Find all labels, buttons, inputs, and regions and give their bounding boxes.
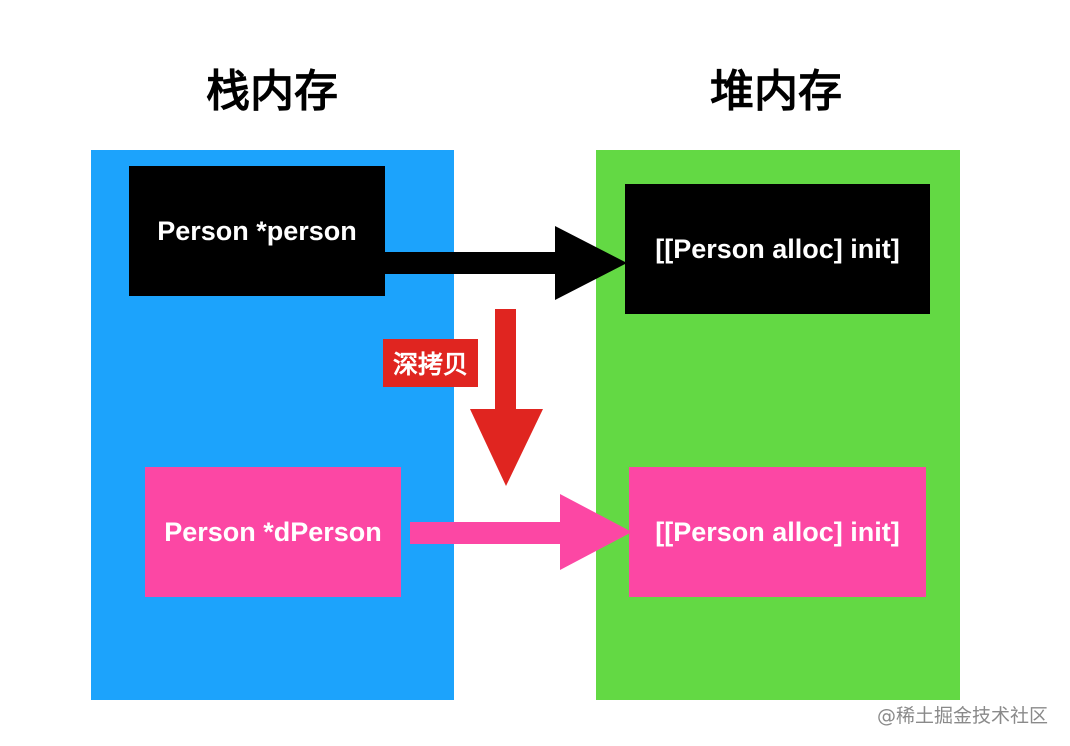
- pointer-arrow-person: [385, 226, 627, 300]
- watermark: @稀土掘金技术社区: [876, 705, 1048, 727]
- stack-pointer-person-label: Person *person: [157, 215, 357, 246]
- heap-object-copy-label: [[Person alloc] init]: [655, 516, 900, 547]
- deep-copy-label: 深拷贝: [383, 339, 478, 387]
- stack-pointer-dperson: Person *dPerson: [145, 467, 401, 597]
- heap-memory-title: 堆内存: [710, 66, 842, 117]
- pointer-arrow-dperson: [410, 494, 632, 570]
- stack-pointer-person: Person *person: [129, 166, 385, 296]
- deep-copy-arrow: [470, 309, 543, 486]
- stack-memory-title: 栈内存: [206, 66, 338, 117]
- heap-object-copy: [[Person alloc] init]: [629, 467, 926, 597]
- heap-object-original-label: [[Person alloc] init]: [655, 233, 900, 264]
- stack-pointer-dperson-label: Person *dPerson: [164, 516, 382, 547]
- heap-object-original: [[Person alloc] init]: [625, 184, 930, 314]
